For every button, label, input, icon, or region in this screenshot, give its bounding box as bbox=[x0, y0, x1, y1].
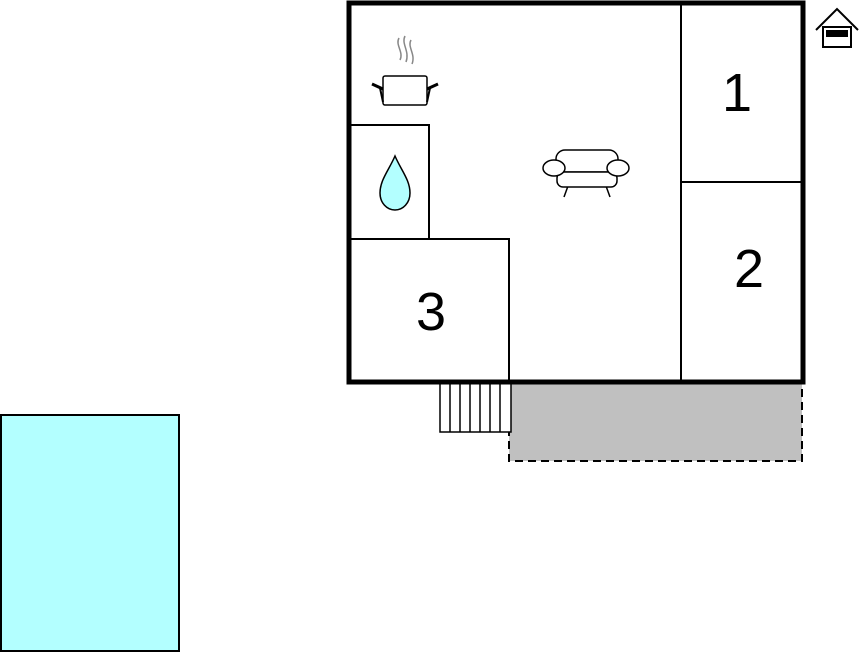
entrance-steps bbox=[439, 382, 512, 433]
house-icon bbox=[815, 7, 859, 48]
room-1-label: 1 bbox=[722, 63, 752, 123]
pool bbox=[0, 414, 180, 652]
room-3-label: 3 bbox=[416, 282, 446, 342]
sofa-icon bbox=[542, 149, 630, 198]
cooking-pot-icon bbox=[371, 35, 439, 106]
interior-walls bbox=[348, 3, 803, 382]
water-drop-icon bbox=[379, 154, 411, 211]
terrace bbox=[508, 382, 803, 462]
room-2-label: 2 bbox=[734, 239, 764, 299]
